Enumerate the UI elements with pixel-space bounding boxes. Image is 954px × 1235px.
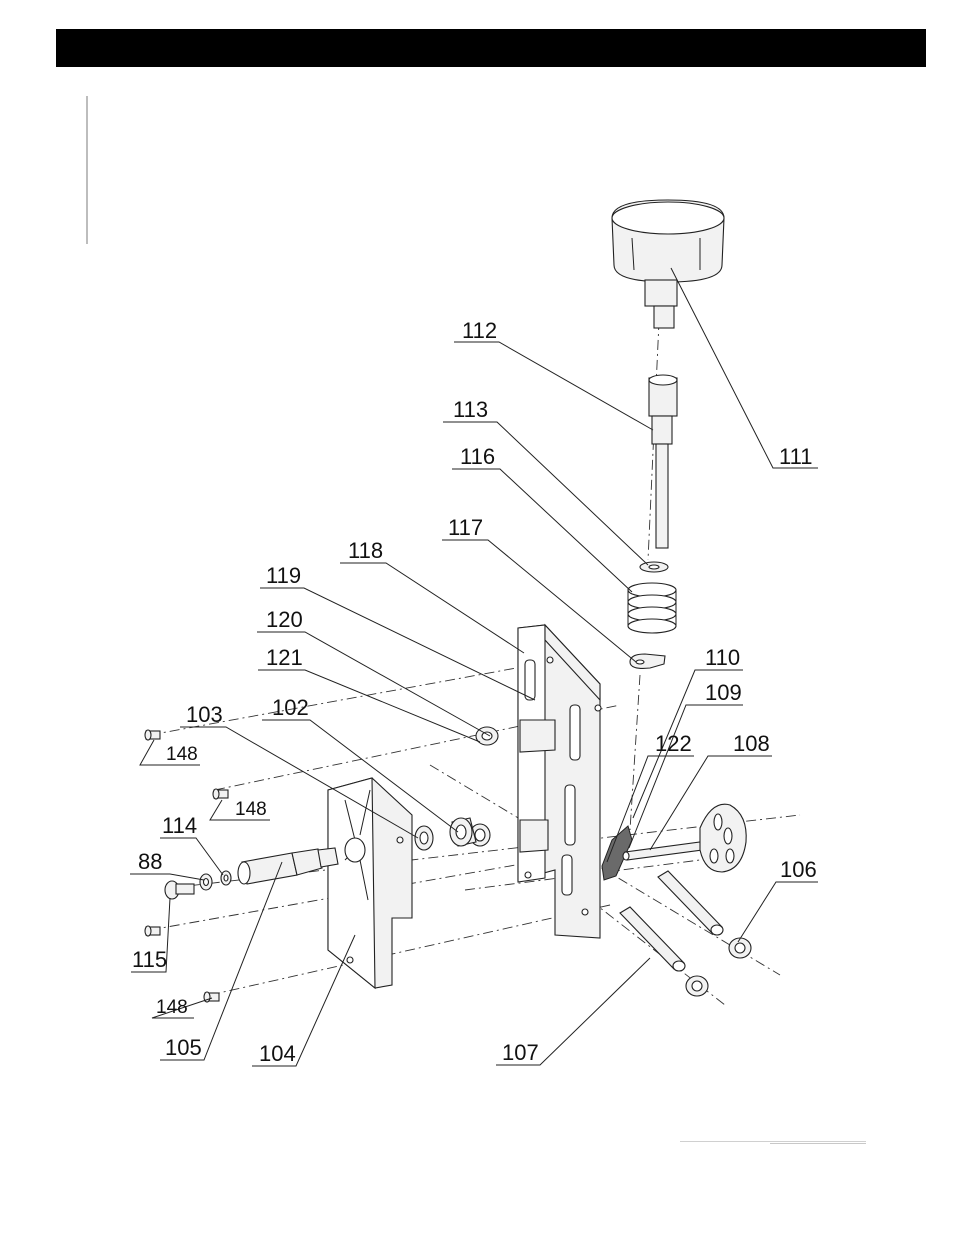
washer-114 <box>221 871 231 885</box>
label-148-a: 148 <box>166 744 198 765</box>
nut-106 <box>729 938 751 958</box>
rod-107-lower <box>620 907 685 971</box>
bushing-103 <box>450 818 476 846</box>
bracket-118 <box>518 625 601 938</box>
label-117: 117 <box>448 515 483 540</box>
label-148-b: 148 <box>235 799 267 820</box>
label-106: 106 <box>780 857 817 882</box>
plate-104 <box>328 778 412 988</box>
label-148-c: 148 <box>156 997 188 1018</box>
screw-115 <box>165 881 194 899</box>
spring-116 <box>628 583 676 633</box>
label-118: 118 <box>348 538 383 563</box>
knob-111 <box>612 200 724 328</box>
label-114: 114 <box>162 813 197 838</box>
washer-113 <box>640 562 668 572</box>
label-109: 109 <box>705 680 742 705</box>
label-119: 119 <box>266 563 301 588</box>
screw-148-bottom <box>204 992 219 1002</box>
pin-105 <box>238 848 338 884</box>
shaft-112 <box>649 375 677 548</box>
label-121: 121 <box>266 645 303 670</box>
screw-148-mid <box>213 789 228 799</box>
label-88: 88 <box>138 849 162 874</box>
label-111: 111 <box>779 444 812 469</box>
label-107: 107 <box>502 1040 539 1065</box>
label-113: 113 <box>453 397 488 422</box>
screw-148-low <box>145 926 160 936</box>
label-110: 110 <box>705 645 740 670</box>
screw-148-top <box>145 730 160 740</box>
part-labels: 111 112 113 116 117 118 119 120 121 103 … <box>132 318 817 1066</box>
lock-knob <box>700 804 746 872</box>
washer-88 <box>200 874 212 890</box>
label-108: 108 <box>733 731 770 756</box>
label-105: 105 <box>165 1035 202 1060</box>
label-112: 112 <box>462 318 497 343</box>
label-103: 103 <box>186 702 223 727</box>
label-120: 120 <box>266 607 303 632</box>
label-116: 116 <box>460 444 495 469</box>
nut-106-lower <box>686 976 708 996</box>
rod-107-upper <box>658 871 723 935</box>
label-102: 102 <box>272 695 309 720</box>
label-122: 122 <box>655 731 692 756</box>
label-104: 104 <box>259 1041 296 1066</box>
label-115: 115 <box>132 947 167 972</box>
rod-108 <box>623 842 702 860</box>
